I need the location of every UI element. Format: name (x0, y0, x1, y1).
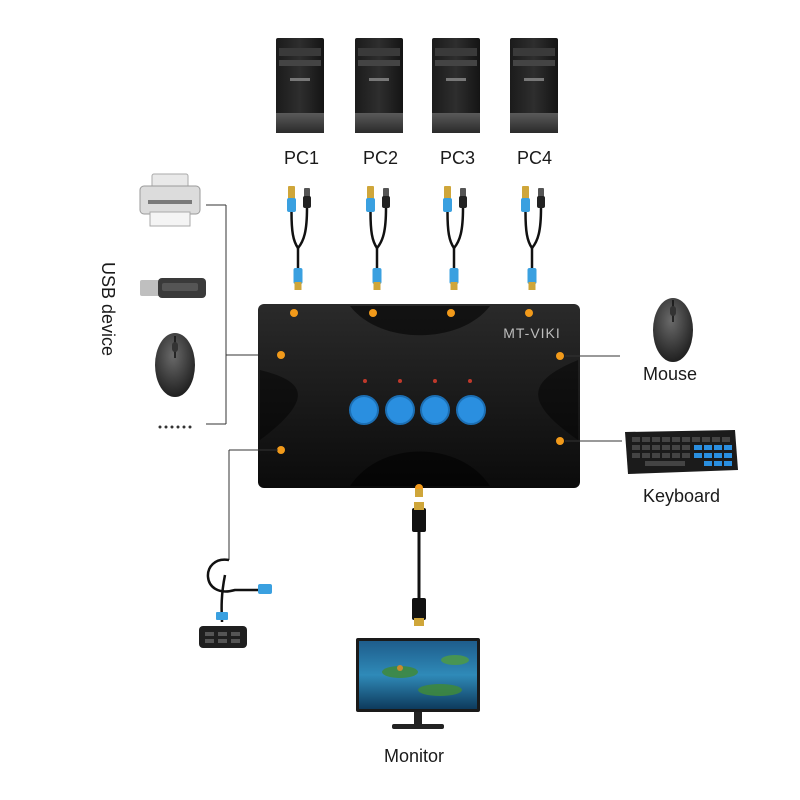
pc-select-button-1[interactable] (349, 395, 379, 425)
pc-select-button-3[interactable] (420, 395, 450, 425)
pc-cable-4 (519, 184, 547, 292)
usb-hub-icon (199, 449, 278, 648)
more-devices-dots (158, 425, 192, 429)
pc-cable-3 (441, 184, 469, 292)
printer-icon (139, 173, 201, 227)
monitor-label: Monitor (384, 746, 445, 766)
usb-mouse-icon (155, 333, 195, 397)
pc2-label: PC2 (363, 148, 399, 168)
keyboard-label: Keyboard (643, 486, 721, 506)
keyboard-icon (565, 430, 738, 474)
pc-tower-4 (510, 38, 558, 133)
kvm-switch (258, 304, 580, 488)
pc-cable-2 (364, 184, 392, 292)
pc-cable-1 (285, 184, 313, 292)
usb-flash-drive-icon (140, 278, 206, 298)
mouse-label: Mouse (643, 364, 698, 384)
usb-device-label: USB device (98, 262, 118, 357)
pc3-label: PC3 (440, 148, 476, 168)
monitor-icon (356, 638, 480, 729)
pc-tower-3 (432, 38, 480, 133)
pc4-label: PC4 (517, 148, 553, 168)
pc-select-button-4[interactable] (456, 395, 486, 425)
hdmi-cable (412, 489, 426, 626)
mouse-icon (565, 298, 693, 362)
pc-select-button-2[interactable] (385, 395, 415, 425)
status-leds (363, 379, 472, 383)
pc-tower-1 (276, 38, 324, 133)
brand-logo: MT-VIKI (503, 325, 561, 341)
pc1-label: PC1 (284, 148, 320, 168)
pc-tower-2 (355, 38, 403, 133)
